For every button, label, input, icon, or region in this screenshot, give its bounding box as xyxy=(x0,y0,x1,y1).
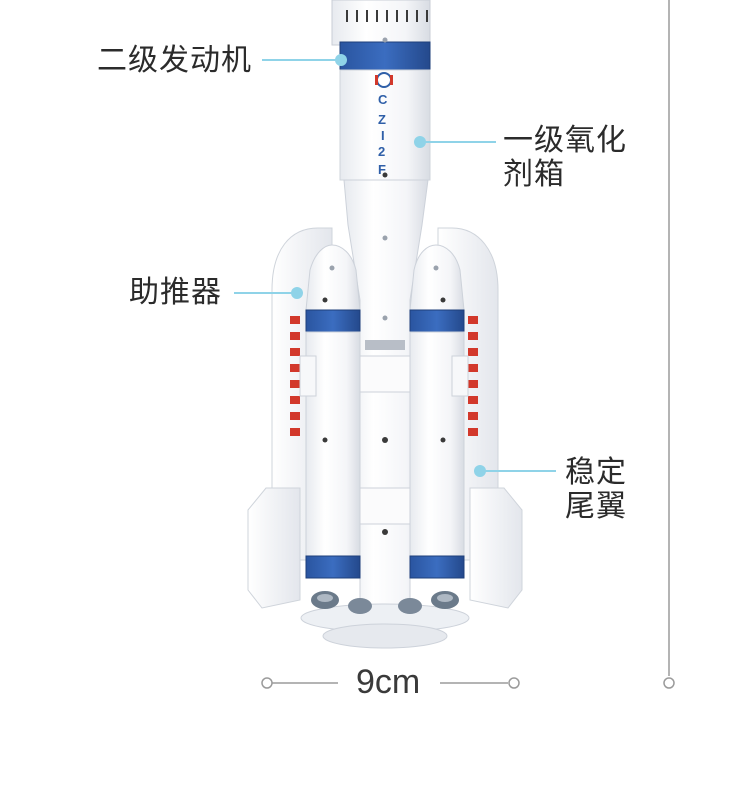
rocket-marking-c: C xyxy=(378,92,388,107)
label-stabilizer-fin-line2: 尾翼 xyxy=(565,489,627,524)
leader-lines xyxy=(234,54,556,477)
height-dimension-line xyxy=(663,0,675,689)
rocket-marking-f: F xyxy=(378,162,386,177)
rocket-marking-z: Z xyxy=(378,112,386,127)
rocket-marking-sep: I xyxy=(381,128,385,143)
width-dimension-text: 9cm xyxy=(356,663,421,701)
stabilizer-fins xyxy=(247,487,523,609)
label-second-stage-engine: 二级发动机 xyxy=(97,43,252,78)
rocket-upper-stage: C Z I 2 F xyxy=(331,0,431,181)
label-stabilizer-fin-line1: 稳定 xyxy=(565,455,627,490)
label-booster: 助推器 xyxy=(129,275,222,310)
inner-boosters xyxy=(299,244,469,579)
label-stabilizer-fin: 稳定 尾翼 xyxy=(565,456,627,524)
label-first-stage-oxidizer-line1: 一级氧化 xyxy=(503,123,627,158)
label-first-stage-oxidizer-tank: 一级氧化 剂箱 xyxy=(503,124,627,192)
rocket-marking-two: 2 xyxy=(378,144,385,159)
rocket-emblem xyxy=(375,72,393,88)
engine-nozzles xyxy=(300,591,470,649)
label-first-stage-oxidizer-line2: 剂箱 xyxy=(503,157,565,192)
width-dimension-line xyxy=(261,677,520,689)
